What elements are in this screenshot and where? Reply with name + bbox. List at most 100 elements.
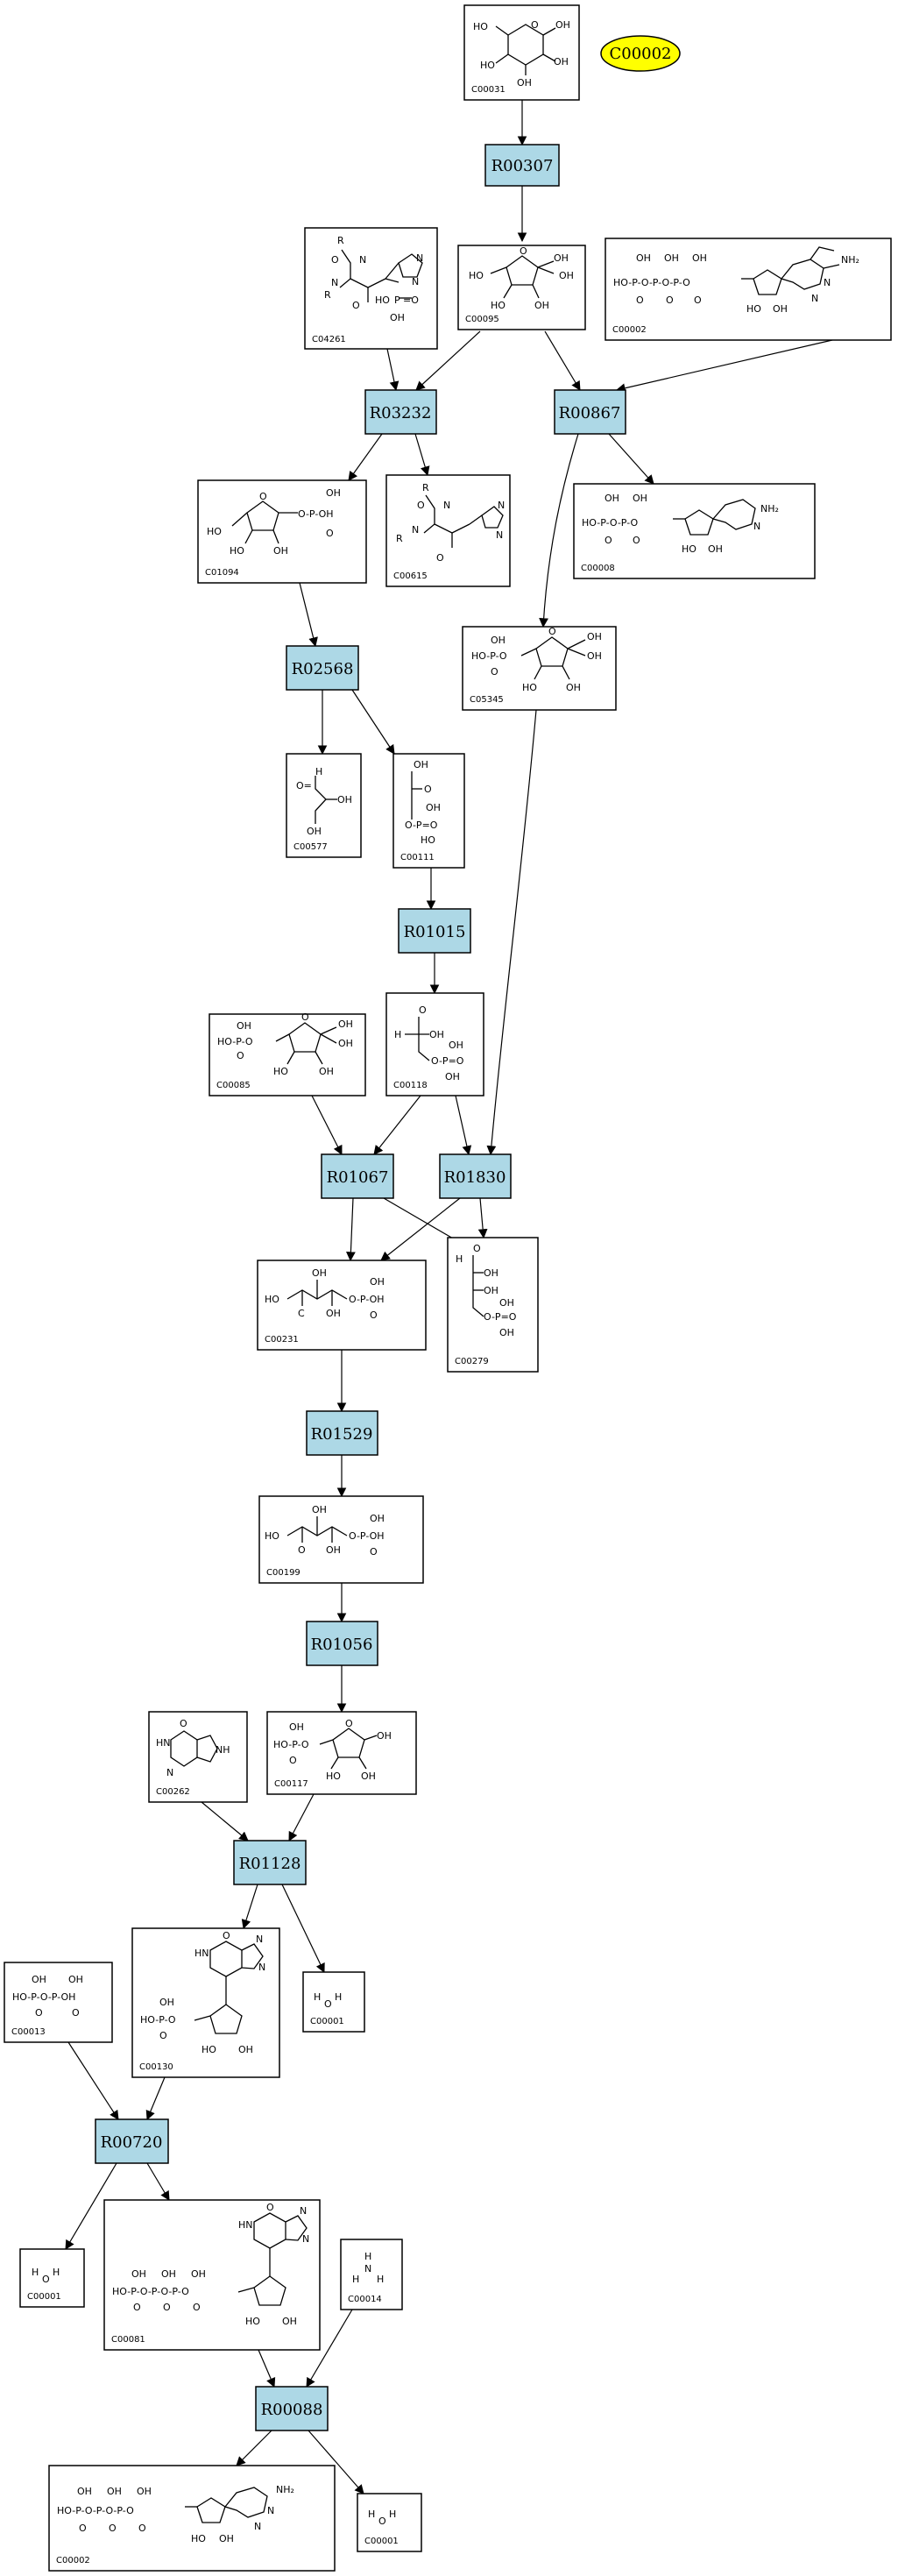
svg-text:OH: OH <box>390 312 405 323</box>
svg-text:O-P-OH: O-P-OH <box>298 508 334 520</box>
svg-text:OH: OH <box>429 1029 444 1040</box>
compound-node[interactable]: OHN NHN C00262 <box>148 1711 248 1803</box>
svg-text:O: O <box>259 491 267 502</box>
svg-text:OH: OH <box>587 631 602 642</box>
reaction-node[interactable]: R00867 <box>554 389 626 435</box>
svg-text:OH: OH <box>491 635 506 646</box>
svg-text:HN: HN <box>238 2219 253 2231</box>
svg-text:O: O <box>548 626 556 637</box>
reaction-node[interactable]: R00720 <box>95 2118 169 2164</box>
compound-label: C00095 <box>465 315 499 324</box>
compound-box <box>103 2199 321 2351</box>
reaction-node[interactable]: R03232 <box>364 389 437 435</box>
reaction-box <box>233 1840 307 1885</box>
reaction-node[interactable]: R01529 <box>306 1410 378 1456</box>
reaction-node[interactable]: R02568 <box>286 645 359 691</box>
svg-text:HO: HO <box>522 682 537 693</box>
compound-node[interactable]: HOH C00001 <box>302 1971 365 2033</box>
svg-text:OH: OH <box>338 1038 353 1049</box>
svg-text:OH: OH <box>307 826 322 837</box>
reaction-box <box>306 1410 378 1456</box>
svg-text:O: O <box>491 666 498 678</box>
svg-text:OH: OH <box>605 493 619 504</box>
structure-c01094 <box>231 500 298 544</box>
edge <box>67 2041 119 2120</box>
reaction-node[interactable]: R01056 <box>306 1621 378 1666</box>
reaction-node[interactable]: R01015 <box>398 908 471 954</box>
svg-text:OH: OH <box>377 1730 392 1742</box>
svg-text:OH: OH <box>445 1071 460 1082</box>
reaction-node[interactable]: R01830 <box>439 1153 512 1199</box>
svg-text:OH: OH <box>370 1276 385 1288</box>
compound-label: C00002 <box>56 2556 90 2565</box>
svg-text:OH: OH <box>219 2533 234 2544</box>
svg-text:R: R <box>396 533 403 544</box>
edge <box>308 2430 364 2494</box>
svg-text:HO: HO <box>230 545 244 557</box>
legend-node[interactable]: C00002 <box>600 35 681 72</box>
svg-text:HO-P-O: HO-P-O <box>217 1036 253 1047</box>
svg-text:N: N <box>256 1934 263 1945</box>
svg-text:H: H <box>315 766 322 777</box>
svg-text:HO: HO <box>202 2044 216 2055</box>
edge <box>258 2349 276 2388</box>
structure-imp <box>194 1941 264 2034</box>
compound-node[interactable]: HOH C00001 <box>19 2248 85 2308</box>
edge <box>348 433 383 481</box>
edge <box>201 1801 249 1842</box>
compound-box <box>266 1711 417 1795</box>
svg-text:HO-P-O: HO-P-O <box>471 650 507 662</box>
reaction-node[interactable]: R01067 <box>321 1153 394 1199</box>
compound-label: C00231 <box>265 1335 299 1345</box>
svg-text:OH: OH <box>555 19 570 31</box>
svg-text:O: O <box>436 552 444 564</box>
edge <box>615 339 833 394</box>
svg-text:HO: HO <box>207 526 222 537</box>
reaction-box <box>364 389 437 435</box>
reaction-node[interactable]: R00307 <box>484 144 560 187</box>
structure-hypoxanthine <box>170 1730 218 1767</box>
svg-text:HO: HO <box>480 60 495 71</box>
compound-box <box>357 2493 422 2552</box>
compound-label: C00014 <box>348 2295 382 2304</box>
reaction-node[interactable]: R01128 <box>233 1840 307 1885</box>
compound-label: C00081 <box>111 2335 145 2345</box>
svg-text:HO: HO <box>375 295 390 306</box>
reaction-label: R00867 <box>559 404 621 422</box>
reaction-node[interactable]: R00088 <box>255 2386 329 2431</box>
svg-text:NH: NH <box>216 1744 230 1756</box>
compound-box <box>4 1962 113 2043</box>
svg-text:OH: OH <box>312 1267 327 1279</box>
structure-fructose <box>490 255 555 299</box>
svg-text:OH: OH <box>559 270 574 281</box>
svg-text:O: O <box>193 2302 201 2313</box>
compound-node[interactable]: HOH C00001 <box>357 2493 422 2552</box>
svg-text:HO-P-O: HO-P-O <box>140 2014 176 2026</box>
svg-text:NH₂: NH₂ <box>760 503 779 514</box>
svg-text:OH: OH <box>326 1544 341 1556</box>
compound-box <box>302 1971 365 2033</box>
svg-text:N: N <box>258 1962 265 1973</box>
svg-text:O: O <box>109 2523 117 2534</box>
